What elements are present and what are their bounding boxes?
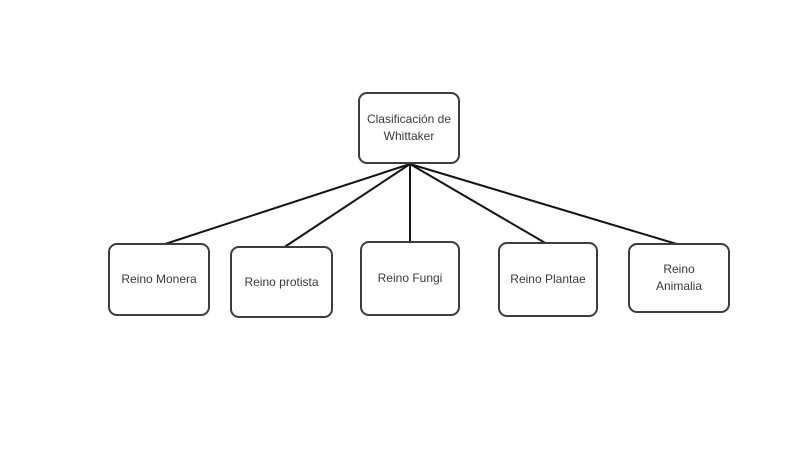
node-reino-animalia: Reino Animalia <box>628 243 730 313</box>
node-reino-protista: Reino protista <box>230 246 333 318</box>
connector-root-to-protista <box>282 163 411 249</box>
node-label: Reino Plantae <box>510 272 586 286</box>
node-reino-monera: Reino Monera <box>108 243 210 316</box>
node-label: Reino Animalia <box>655 262 703 293</box>
node-label: Reino protista <box>244 274 319 289</box>
connector-root-to-animalia <box>409 163 681 246</box>
node-label: Reino Monera <box>121 272 197 286</box>
node-label: Reino Fungi <box>377 271 443 285</box>
node-label: Clasificación de Whittaker <box>366 112 452 143</box>
node-reino-plantae: Reino Plantae <box>498 242 598 317</box>
node-clasificacion-de-whittaker: Clasificación de Whittaker <box>358 92 460 164</box>
node-reino-fungi: Reino Fungi <box>360 241 460 316</box>
connector-root-to-plantae <box>409 163 548 245</box>
connector-root-to-monera <box>161 163 411 246</box>
